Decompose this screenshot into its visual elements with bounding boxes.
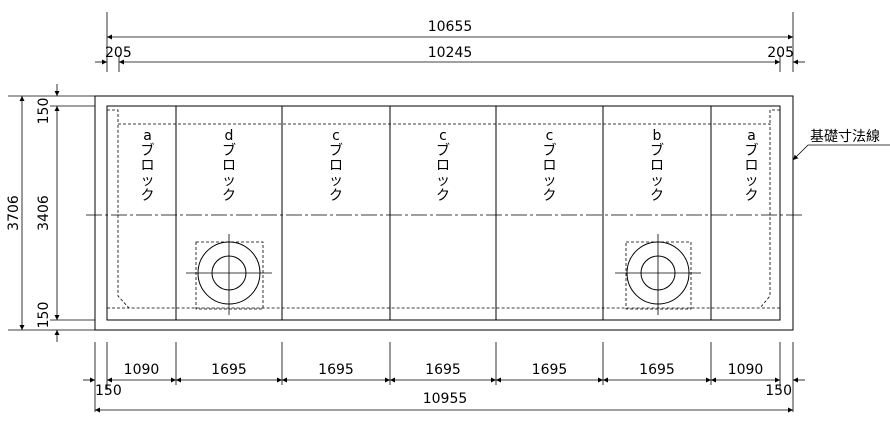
bottom-offset-right-text: 150: [765, 383, 792, 399]
block-name-char: ク: [650, 188, 664, 204]
block-name-char: ク: [222, 188, 236, 204]
block-letter: c: [546, 128, 554, 144]
block-name-char: ブ: [222, 142, 236, 159]
block-letter: a: [143, 128, 152, 144]
block-name-char: ク: [543, 188, 557, 204]
block-width-text: 1695: [318, 362, 354, 378]
block-name-char: ッ: [650, 173, 664, 189]
bottom-dimensions: 150 150 10955 1090 1695 1695 1695 1695 1695 10…: [83, 342, 805, 413]
end-offset-left-text: 205: [105, 45, 132, 61]
block-name-char: ク: [329, 188, 343, 204]
block-letter: b: [653, 128, 662, 144]
block-name-char: ク: [745, 188, 759, 204]
block-name-char: ブ: [141, 142, 155, 159]
left-dimensions: 3706 150 3406 150: [6, 84, 95, 342]
block-name-char: ク: [436, 188, 450, 204]
top-margin-text: 150: [36, 98, 52, 125]
block-width-text: 1695: [211, 362, 247, 378]
end-offset-right-text: 205: [767, 45, 794, 61]
block-name-char: ブ: [329, 142, 343, 159]
block-name-char: ッ: [436, 173, 450, 189]
overall-height-text: 3706: [6, 195, 22, 231]
block-letter: c: [439, 128, 447, 144]
block-name-char: ロ: [543, 158, 557, 174]
block-name-char: ッ: [141, 173, 155, 189]
manhole-left: [186, 234, 272, 315]
block-name-char: ブ: [543, 142, 557, 159]
block-name-char: ロ: [436, 158, 450, 174]
block-name-char: ブ: [650, 142, 664, 159]
block-dividers: [175, 106, 712, 320]
block-name-char: ブ: [745, 142, 759, 159]
block-width-text: 1695: [639, 362, 675, 378]
block-letter: a: [747, 128, 756, 144]
block-name-char: ロ: [222, 158, 236, 174]
block-name-char: ッ: [543, 173, 557, 189]
inner-tank-dashed: [117, 123, 771, 309]
inner-height-text: 3406: [36, 195, 52, 231]
foundation-outline: [94, 95, 794, 331]
bottom-total-text: 10955: [423, 391, 468, 407]
block-name-char: ロ: [141, 158, 155, 174]
block-name-char: ク: [141, 188, 155, 204]
block-name-char: ロ: [650, 158, 664, 174]
block-name-char: ロ: [329, 158, 343, 174]
block-name-char: ロ: [745, 158, 759, 174]
tank-outline: [106, 105, 781, 321]
bottom-offset-left-text: 150: [95, 383, 122, 399]
bottom-margin-text: 150: [36, 302, 52, 329]
foundation-label: 基礎寸法線: [810, 128, 880, 145]
block-width-text: 1090: [728, 362, 764, 378]
block-name-char: ッ: [222, 173, 236, 189]
block-letter: c: [332, 128, 340, 144]
block-name-char: ッ: [745, 173, 759, 189]
block-name-char: ブ: [436, 142, 450, 159]
block-width-text: 1695: [532, 362, 568, 378]
corner-details: [107, 109, 780, 309]
inner-length-text: 10245: [428, 45, 473, 61]
overall-length-text: 10655: [428, 19, 473, 35]
foundation-callout: 基礎寸法線: [792, 128, 890, 161]
block-width-text: 1695: [425, 362, 461, 378]
top-dimensions: 10655 205 10245 205: [95, 12, 805, 72]
manhole-right: [615, 234, 701, 315]
block-width-text: 1090: [124, 362, 160, 378]
block-name-char: ッ: [329, 173, 343, 189]
block-letter: d: [225, 128, 234, 144]
